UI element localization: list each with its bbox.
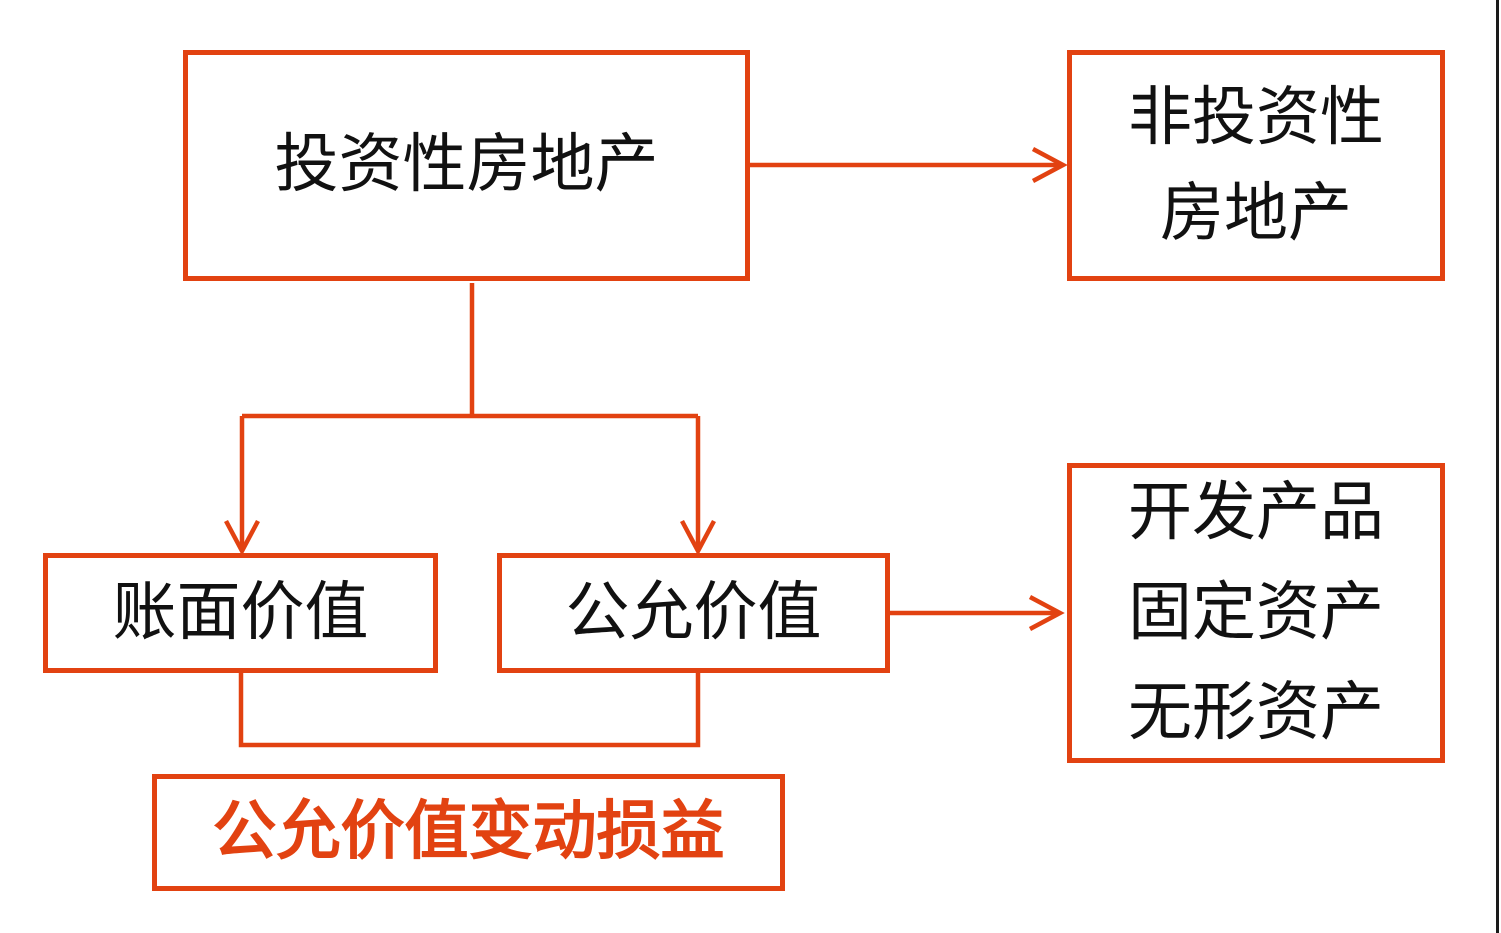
node-investment-property: 投资性房地产	[183, 50, 750, 281]
node-label: 公允价值变动损益	[212, 796, 725, 868]
node-label: 投资性房地产	[274, 129, 659, 201]
node-fair-value: 公允价值	[497, 553, 890, 673]
arrowhead-down-book-value	[224, 519, 260, 556]
arrowhead-right-top	[1031, 147, 1068, 183]
node-label-line: 无形资产	[1128, 676, 1384, 748]
node-label-line: 非投资性	[1128, 81, 1384, 153]
node-book-value: 账面价值	[43, 553, 438, 673]
node-label-line: 开发产品	[1128, 477, 1384, 549]
node-other-assets: 开发产品 固定资产 无形资产	[1067, 463, 1445, 763]
node-non-investment-property: 非投资性 房地产	[1067, 50, 1445, 281]
node-label-line: 房地产	[1160, 177, 1352, 249]
arrowhead-right-other-assets	[1028, 595, 1065, 631]
node-label-line: 固定资产	[1128, 577, 1384, 649]
window-edge-line	[1496, 0, 1499, 933]
connector-u-fair-value-change	[238, 673, 701, 748]
node-label: 公允价值	[565, 576, 822, 648]
arrowhead-down-fair-value	[680, 519, 716, 556]
node-label: 账面价值	[112, 576, 369, 648]
node-fair-value-change-pl: 公允价值变动损益	[152, 774, 785, 891]
